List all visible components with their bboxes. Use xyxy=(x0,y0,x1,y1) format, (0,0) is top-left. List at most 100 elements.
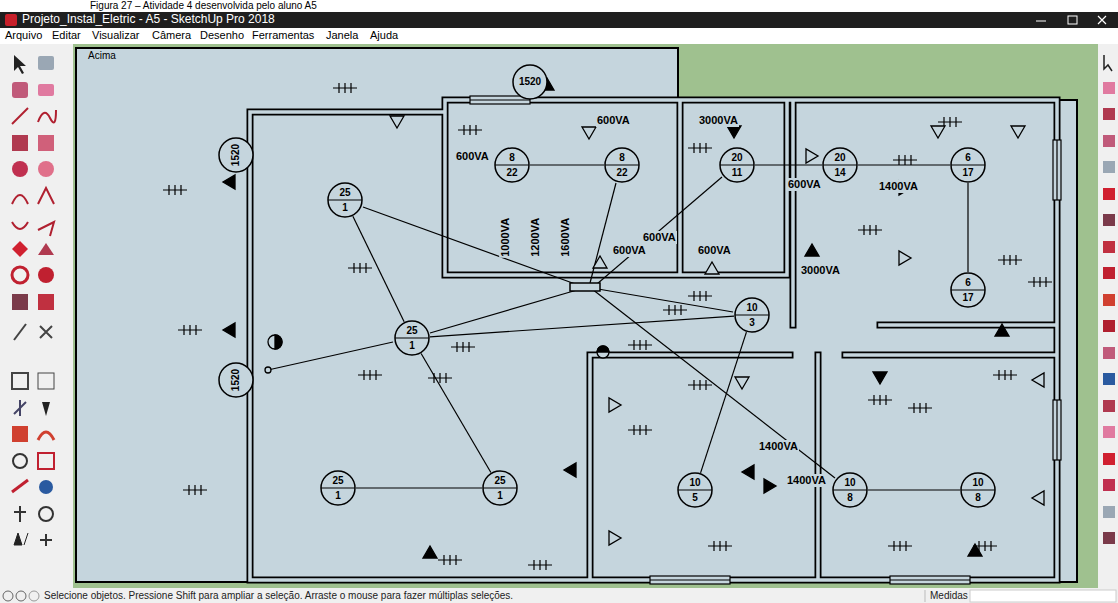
circuit-wire xyxy=(530,164,604,165)
left-toolbar xyxy=(12,108,28,124)
lamp-circle-outline xyxy=(951,148,985,182)
title-bar xyxy=(1098,16,1106,24)
left-toolbar xyxy=(38,56,54,70)
left-toolbar xyxy=(13,454,27,468)
junction-box xyxy=(570,283,600,291)
right-toolbar xyxy=(1103,532,1115,544)
lamp-power-number: 10 xyxy=(746,302,757,314)
lamp-circle-outline xyxy=(395,321,429,355)
right-toolbar xyxy=(1103,347,1115,359)
windows xyxy=(890,579,970,580)
left-toolbar xyxy=(0,44,73,588)
left-toolbar xyxy=(12,195,28,204)
wire-ticks xyxy=(528,560,552,570)
outlet-symbols xyxy=(1032,373,1044,387)
lamp-circle-divider xyxy=(961,489,995,490)
windows xyxy=(650,579,730,580)
left-toolbar xyxy=(14,506,26,522)
wire-ticks xyxy=(628,425,652,435)
windows xyxy=(1056,400,1057,460)
outlet-symbols xyxy=(742,465,754,479)
lamp-power-number: 1520 xyxy=(230,369,242,391)
wire-ticks xyxy=(868,395,892,405)
lamp-circle-divider xyxy=(483,487,517,488)
outlet-symbols xyxy=(223,175,235,189)
switch-symbols xyxy=(268,335,282,349)
power-label: 1600VA xyxy=(559,217,572,258)
left-toolbar xyxy=(14,400,26,416)
windows xyxy=(890,576,970,584)
lamp-circle-outline xyxy=(823,148,857,182)
floor-plan-walls xyxy=(250,100,1057,580)
windows xyxy=(470,99,530,100)
view-label: Acima xyxy=(88,50,116,62)
lamp-circle: 2014 xyxy=(822,147,858,183)
lamp-circle-text: 251 xyxy=(482,470,518,506)
lamp-circle-outline xyxy=(219,363,253,397)
lamp-circle-outline xyxy=(219,138,253,172)
conduit-lines xyxy=(590,183,616,283)
circuit-wire xyxy=(858,164,950,165)
switch-symbols xyxy=(275,335,282,349)
wire-ticks xyxy=(893,155,917,165)
right-toolbar xyxy=(1103,294,1115,306)
power-label: 1400VA xyxy=(758,440,799,453)
circuit-number: 17 xyxy=(962,167,973,179)
left-toolbar xyxy=(12,426,28,442)
menu-item: Câmera xyxy=(152,29,191,42)
wire-ticks xyxy=(358,370,382,380)
circuit-number: 1 xyxy=(497,490,503,502)
lamp-circle-outline xyxy=(735,298,769,332)
lamp-circle-text: 617 xyxy=(950,147,986,183)
status-bar xyxy=(0,588,1118,603)
power-label: 600VA xyxy=(612,244,647,257)
outlet-symbols xyxy=(727,126,741,138)
wire-ticks xyxy=(438,555,462,565)
lamp-circle: 2011 xyxy=(719,147,755,183)
menu-item: Ajuda xyxy=(370,29,398,42)
left-toolbar xyxy=(39,507,53,521)
lamp-circle-text: 2011 xyxy=(719,147,755,183)
menu-item: Editar xyxy=(52,29,81,42)
lamp-circle-text: 108 xyxy=(832,472,868,508)
lamp-circle-divider xyxy=(395,337,429,338)
right-toolbar xyxy=(1103,506,1115,518)
floor-plan-walls xyxy=(250,100,1057,580)
power-label: 600VA xyxy=(697,244,732,257)
outlet-symbols xyxy=(1011,126,1025,138)
power-label: 3000VA xyxy=(800,264,841,277)
lamp-circle: 103 xyxy=(734,297,770,333)
left-toolbar xyxy=(12,135,28,151)
conduit-lines xyxy=(430,290,577,333)
outlet-symbols xyxy=(931,126,945,138)
measure-label: Medidas xyxy=(930,590,968,602)
lamp-circle-divider xyxy=(833,489,867,490)
lamp-power-number: 1520 xyxy=(230,144,242,166)
outlet-symbols xyxy=(805,244,819,256)
left-toolbar xyxy=(38,84,54,96)
floor-plan-walls xyxy=(250,100,1057,580)
lamp-circle-outline xyxy=(495,148,529,182)
windows xyxy=(1056,140,1057,200)
circuit-number: 11 xyxy=(732,167,743,179)
power-label: 1200VA xyxy=(529,217,542,258)
left-toolbar xyxy=(12,222,28,229)
status-bar xyxy=(16,591,26,601)
wire-ticks xyxy=(708,541,732,551)
lamp-circle-divider xyxy=(720,164,754,165)
lamp-circle-outline xyxy=(605,148,639,182)
lamp-power-number: 25 xyxy=(332,475,343,487)
menu-item: Desenho xyxy=(200,29,244,42)
left-toolbar xyxy=(12,267,28,283)
power-label: 600VA xyxy=(455,150,490,163)
conduit-lines xyxy=(363,207,578,285)
lamp-circle-divider xyxy=(678,489,712,490)
right-toolbar xyxy=(1103,400,1115,412)
outlet-symbols xyxy=(223,323,235,337)
wire-ticks xyxy=(688,291,712,301)
wire-ticks xyxy=(888,541,912,551)
outlet-symbols xyxy=(564,463,576,477)
left-toolbar xyxy=(14,55,26,74)
lamp-circle-text: 1520 xyxy=(218,137,254,173)
